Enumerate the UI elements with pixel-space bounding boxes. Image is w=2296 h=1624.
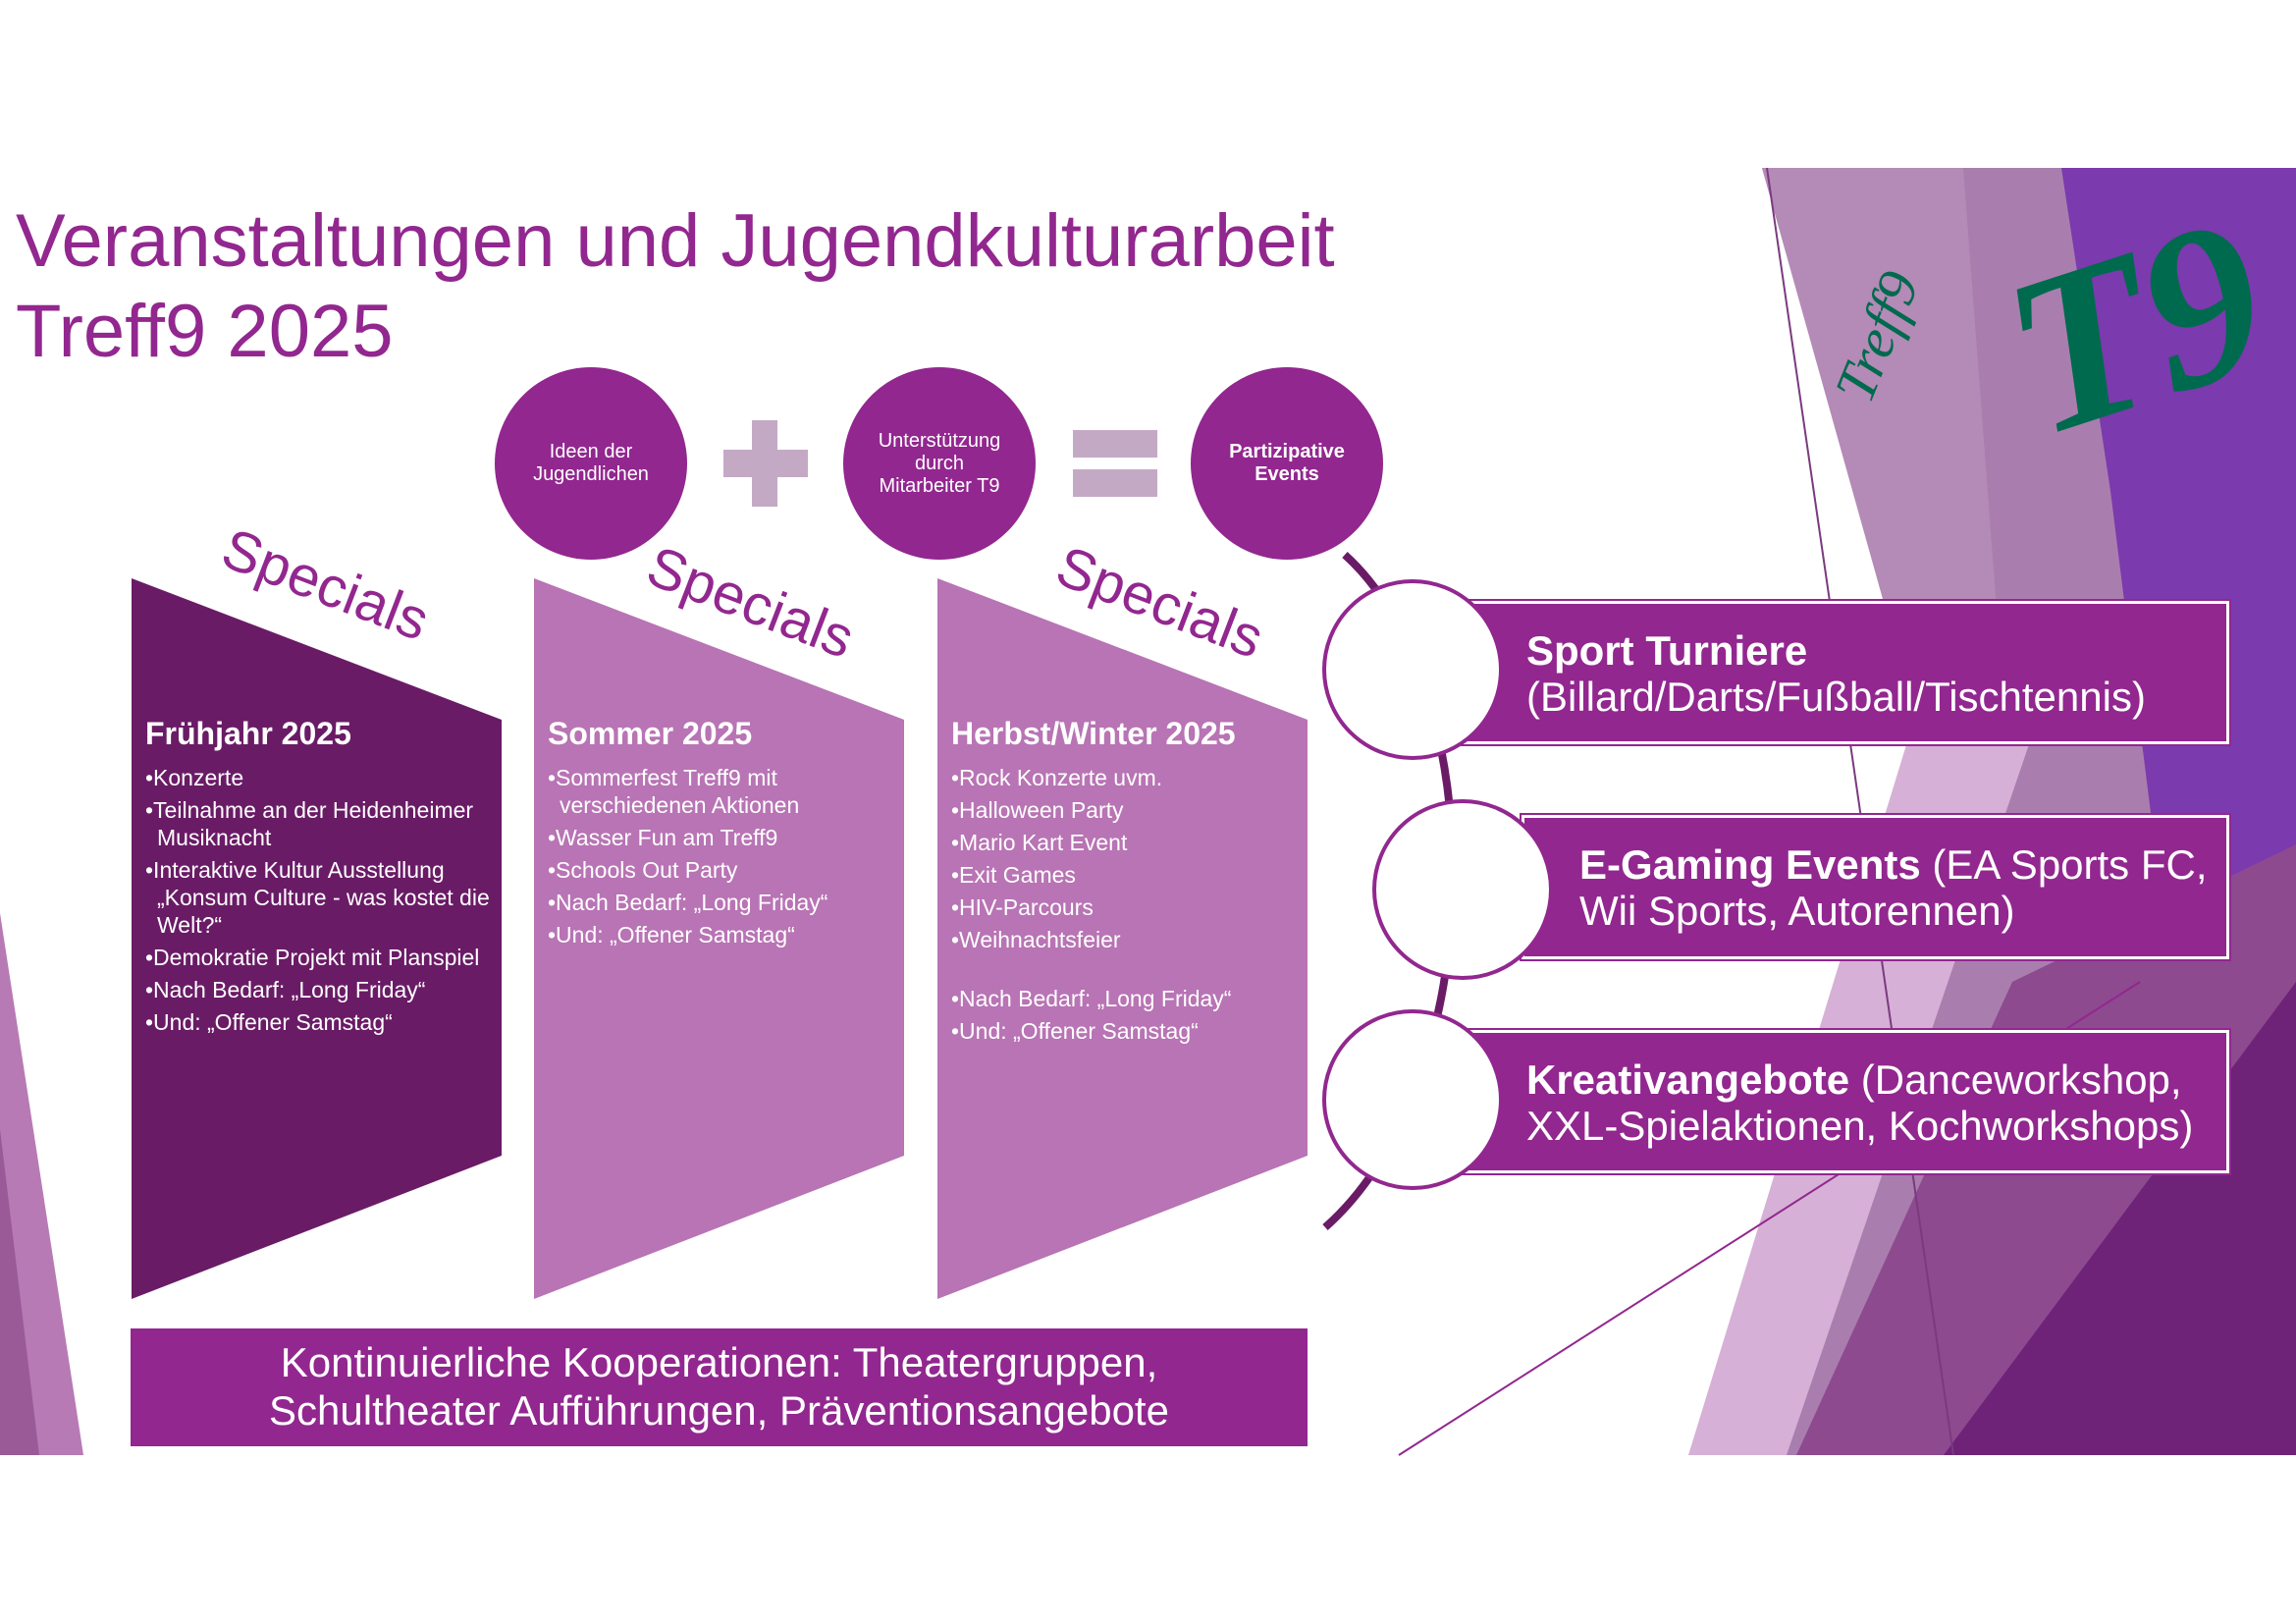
deco-shape <box>0 1129 39 1455</box>
list-item: •Wasser Fun am Treff9 <box>548 825 778 850</box>
column-heading: Frühjahr 2025 <box>145 716 351 751</box>
result-circle: Partizipative Events <box>1191 367 1383 560</box>
banner-line-1: Kontinuierliche Kooperationen: Theatergr… <box>280 1339 1158 1385</box>
banner-line-2: Schultheater Aufführungen, Präventionsan… <box>269 1387 1169 1434</box>
list-item: •Und: „Offener Samstag“ <box>548 922 795 947</box>
list-item: •Konzerte <box>145 765 244 790</box>
deco-shape <box>2061 168 2296 1031</box>
list-item: •Rock Konzerte uvm. <box>951 765 1163 790</box>
list-item: •Nach Bedarf: „Long Friday“ <box>951 986 1232 1011</box>
ideas-label: Ideen der Jugendlichen <box>533 441 649 485</box>
page-title: Veranstaltungen und Jugendkulturarbeit T… <box>16 196 1335 377</box>
support-circle: Unterstützung durch Mitarbeiter T9 <box>843 367 1036 560</box>
event-circle <box>1372 799 1553 980</box>
list-item: •Demokratie Projekt mit Planspiel <box>145 945 480 970</box>
event-box-sport: Sport Turniere (Billard/Darts/Fußball/Ti… <box>1461 599 2231 746</box>
result-label: Partizipative Events <box>1229 441 1345 485</box>
title-line-1: Veranstaltungen und Jugendkulturarbeit <box>16 199 1335 283</box>
list-item: •Und: „Offener Samstag“ <box>951 1018 1199 1044</box>
event-box-creative: Kreativangebote (Danceworkshop, XXL-Spie… <box>1461 1028 2231 1175</box>
list-item: •Schools Out Party <box>548 857 738 883</box>
list-item: •Mario Kart Event <box>951 830 1128 855</box>
column-autumn-winter: Herbst/Winter 2025 •Rock Konzerte uvm. •… <box>937 578 1308 1299</box>
support-label: Unterstützung durch Mitarbeiter T9 <box>878 429 1001 497</box>
deco-line <box>1766 167 1954 1456</box>
column-heading: Sommer 2025 <box>548 716 753 751</box>
ideas-circle: Ideen der Jugendlichen <box>495 367 687 560</box>
column-heading: Herbst/Winter 2025 <box>951 716 1236 751</box>
equals-icon <box>1073 430 1157 458</box>
plus-icon-bar <box>723 450 808 477</box>
event-circle <box>1322 579 1503 760</box>
list-item: •Weihnachtsfeier <box>951 927 1121 952</box>
list-item: •Teilnahme an der Heidenheimer Musiknach… <box>145 797 474 850</box>
cooperations-banner: Kontinuierliche Kooperationen: Theatergr… <box>131 1328 1308 1446</box>
list-item: •Sommerfest Treff9 mit verschiedenen Akt… <box>548 765 800 818</box>
event-details: (EA Sports FC, Wii Sports, Autorennen) <box>1579 841 2208 934</box>
event-box-egaming: E-Gaming Events (EA Sports FC, Wii Sport… <box>1520 813 2231 961</box>
list-item: •Und: „Offener Samstag“ <box>145 1009 393 1035</box>
column-spring: Frühjahr 2025 •Konzerte •Teilnahme an de… <box>132 578 502 1299</box>
event-details: (Billard/Darts/Fußball/Tischtennis) <box>1526 674 2146 720</box>
equals-icon-bar <box>1073 469 1157 497</box>
list-item: •Halloween Party <box>951 797 1124 823</box>
event-title: Sport Turniere <box>1526 627 1808 674</box>
list-item: •Exit Games <box>951 862 1076 888</box>
list-item: •Nach Bedarf: „Long Friday“ <box>548 890 828 915</box>
event-title: E-Gaming Events <box>1579 841 1921 888</box>
list-item: •Interaktive Kultur Ausstellung „Konsum … <box>145 857 490 938</box>
event-circle <box>1322 1009 1503 1190</box>
title-line-2: Treff9 2025 <box>16 290 394 373</box>
list-item: •Nach Bedarf: „Long Friday“ <box>145 977 426 1002</box>
event-title: Kreativangebote <box>1526 1056 1850 1103</box>
event-details: (Danceworkshop, XXL-Spielaktionen, Kochw… <box>1526 1056 2194 1149</box>
column-summer: Sommer 2025 •Sommerfest Treff9 mit versc… <box>534 578 904 1299</box>
list-item: •HIV-Parcours <box>951 894 1094 920</box>
